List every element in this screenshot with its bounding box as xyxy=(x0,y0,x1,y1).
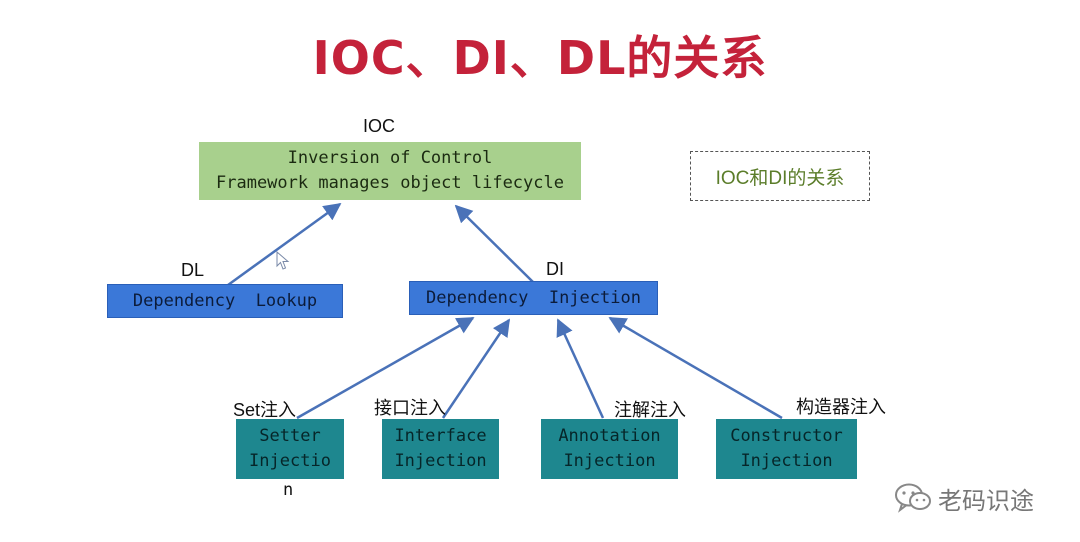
watermark-text: 老码识途 xyxy=(938,486,1034,515)
constructor-injection-box: Constructor Injection xyxy=(716,419,857,479)
constructor-box-line1: Constructor xyxy=(730,426,843,446)
wechat-icon xyxy=(895,483,931,513)
ioc-di-relation-note: IOC和DI的关系 xyxy=(690,151,870,201)
arrow-annotation-to-di xyxy=(556,318,605,419)
di-box: Dependency Injection xyxy=(409,281,658,315)
mouse-pointer-icon xyxy=(276,251,290,270)
setter-injection-box: Setter Injectio xyxy=(236,419,344,479)
arrow-dl-to-ioc xyxy=(227,202,342,287)
arrow-setter-to-di xyxy=(296,316,475,420)
arrow-interface-to-di xyxy=(441,318,511,419)
constructor-box-line2: Injection xyxy=(740,451,833,471)
setter-box-overflow-text: n xyxy=(283,480,294,500)
interface-injection-box: Interface Injection xyxy=(382,419,499,479)
ioc-label: IOC xyxy=(363,116,396,136)
ioc-box: Inversion of Control Framework manages o… xyxy=(199,142,581,200)
page-title: IOC、DI、DL的关系 xyxy=(312,31,768,85)
di-box-text: Dependency Injection xyxy=(426,287,641,308)
arrow-constructor-to-di xyxy=(608,316,783,420)
annotation-label: 注解注入 xyxy=(614,400,686,420)
annotation-injection-box: Annotation Injection xyxy=(541,419,678,479)
setter-label: Set注入 xyxy=(233,400,297,420)
constructor-label: 构造器注入 xyxy=(796,397,886,417)
interface-box-line1: Interface xyxy=(394,426,487,446)
annotation-box-line2: Injection xyxy=(563,451,656,471)
dl-box-text: Dependency Lookup xyxy=(132,290,318,311)
annotation-box-line1: Annotation xyxy=(558,426,661,446)
watermark: 老码识途 xyxy=(894,478,1034,518)
interface-box-line2: Injection xyxy=(394,451,487,471)
ioc-box-line2: Framework manages object lifecycle xyxy=(216,173,564,193)
ioc-box-line1: Inversion of Control xyxy=(287,148,493,168)
di-label: DI xyxy=(546,259,564,279)
dl-label: DL xyxy=(181,260,205,280)
dl-box: Dependency Lookup xyxy=(107,284,343,318)
setter-box-line1: Setter xyxy=(259,426,321,446)
interface-label: 接口注入 xyxy=(374,398,446,418)
setter-box-line2: Injectio xyxy=(249,451,331,471)
arrow-di-to-ioc xyxy=(454,204,534,283)
